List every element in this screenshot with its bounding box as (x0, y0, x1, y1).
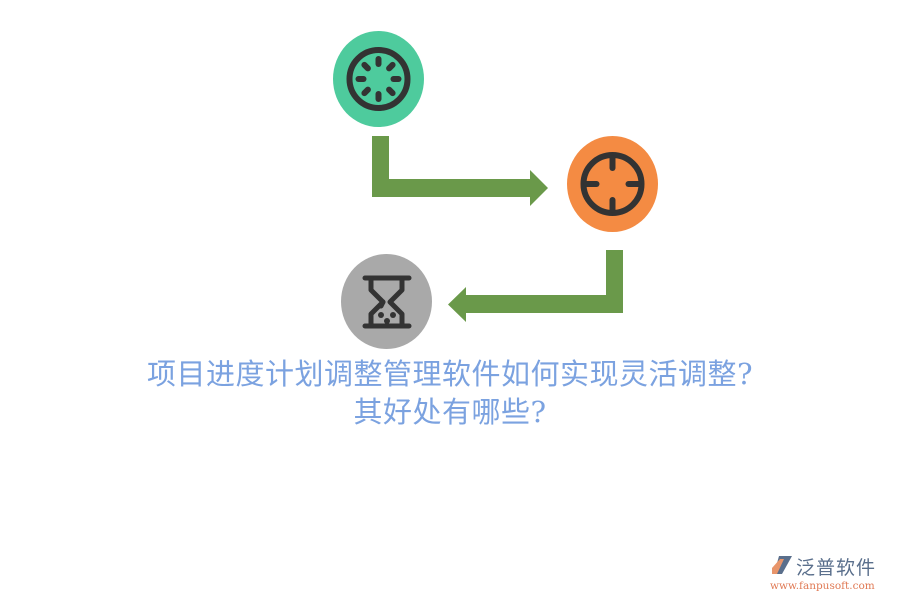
hourglass-icon (362, 275, 412, 329)
target-node (567, 136, 658, 232)
loading-node (333, 31, 424, 127)
fanpu-logo: 泛普软件 www.fanpusoft.com (768, 553, 894, 597)
title-line-2: 其好处有哪些? (353, 395, 547, 429)
logo-mark-icon (772, 556, 792, 574)
hourglass-node (341, 254, 432, 349)
logo-name: 泛普软件 (796, 557, 877, 579)
loading-spinner-icon (346, 47, 411, 111)
crosshair-icon (580, 152, 645, 216)
logo-url: www.fanpusoft.com (770, 580, 875, 592)
title-line-1: 项目进度计划调整管理软件如何实现灵活调整? (146, 357, 754, 391)
